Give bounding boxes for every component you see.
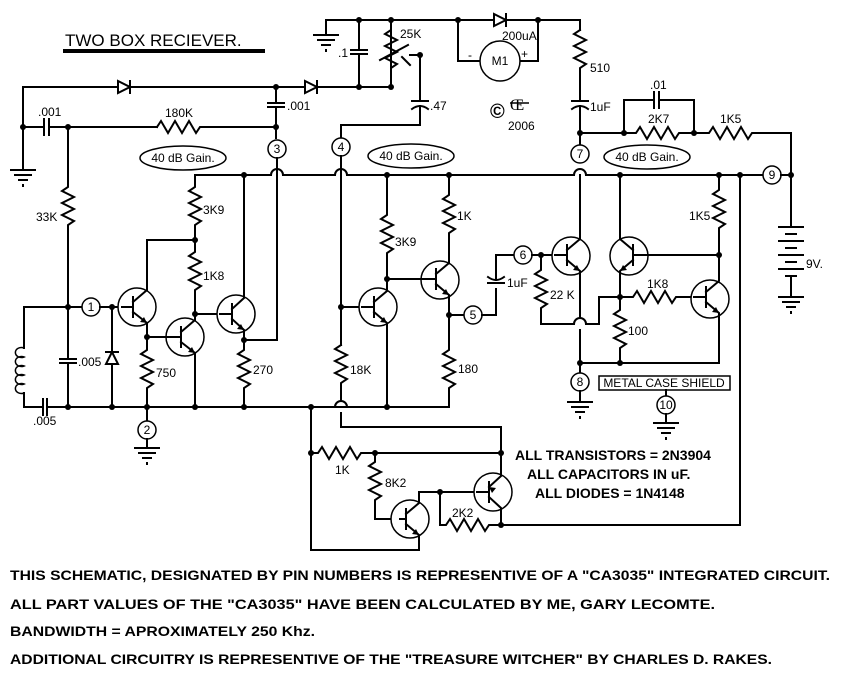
cap-label: 1uF	[507, 276, 528, 290]
cap-label: .01	[650, 78, 667, 92]
cap-label: .005	[33, 414, 57, 428]
svg-text:4: 4	[338, 140, 345, 154]
diode-icon	[493, 12, 509, 28]
diode-icon	[117, 79, 133, 95]
title-underline	[63, 49, 265, 53]
transistor-icon	[390, 491, 441, 539]
cap-label: .1	[338, 46, 348, 60]
gain-label: 40 dB Gain.	[615, 150, 678, 164]
resistor-label: 1K	[335, 463, 350, 477]
transistor-icon	[473, 452, 513, 526]
diode-icon	[104, 349, 120, 365]
resistor-label: 1K8	[203, 269, 225, 283]
ground-icon	[778, 296, 804, 314]
svg-text:7: 7	[577, 147, 584, 161]
resistor-label: 1K5	[689, 209, 711, 223]
transistor-icon	[609, 174, 720, 298]
ground-icon	[313, 34, 339, 52]
gain-label: 40 dB Gain.	[151, 151, 214, 165]
transistor-icon	[690, 254, 730, 324]
cap-label: .001	[287, 99, 311, 113]
gain-label: 40 dB Gain.	[379, 149, 442, 163]
svg-text:9: 9	[769, 168, 776, 182]
cap-label: .001	[38, 105, 62, 119]
cap-label: .47	[430, 99, 447, 113]
author-logo: Œ	[510, 97, 524, 114]
battery-icon	[778, 226, 804, 277]
resistor-label: 2K7	[648, 112, 670, 126]
resistor-label: 180	[458, 362, 478, 376]
resistor-label: 2K2	[452, 506, 474, 520]
cap-label: 1uF	[590, 100, 611, 114]
svg-text:8: 8	[577, 375, 584, 389]
svg-text:1: 1	[88, 300, 95, 314]
meter-minus: -	[468, 48, 472, 62]
resistor-label: 270	[253, 363, 273, 377]
cap-label: .005	[78, 355, 102, 369]
resistor-label: 22 K	[550, 288, 575, 302]
gain-label-box	[367, 143, 455, 169]
copyright-year: 2006	[508, 119, 535, 133]
meter-name: M1	[492, 54, 509, 68]
note-diodes: ALL DIODES = 1N4148	[535, 485, 685, 501]
coil-icon	[14, 346, 27, 395]
meter-icon	[479, 40, 521, 82]
meter-rating: 200uA	[502, 29, 537, 43]
meter-plus: +	[521, 47, 528, 61]
shield-label-box	[598, 375, 731, 391]
ground-icon	[134, 447, 160, 465]
copyright-icon: ©	[490, 101, 505, 123]
battery-label: 9V.	[806, 257, 823, 271]
resistor-label: 1K	[457, 209, 472, 223]
footer-line-2: ALL PART VALUES OF THE "CA3035" HAVE BEE…	[10, 597, 715, 612]
resistor-label: 100	[628, 324, 648, 338]
ground-icon	[653, 422, 679, 440]
resistor-label: 180K	[165, 106, 193, 120]
pin-7	[570, 144, 590, 164]
resistor-label: 18K	[350, 363, 371, 377]
svg-text:5: 5	[470, 308, 477, 322]
ground-icon	[10, 169, 36, 187]
resistor-label: 3K9	[203, 203, 225, 217]
gain-label-box	[603, 144, 691, 170]
transistor-icon	[216, 174, 256, 341]
transistor-icon	[551, 174, 591, 319]
resistor-label: 1K8	[647, 277, 669, 291]
svg-text:6: 6	[520, 248, 527, 262]
transistor-icon	[165, 313, 205, 408]
transistor-icon	[420, 256, 460, 316]
note-capacitors: ALL CAPACITORS IN uF.	[527, 466, 690, 482]
diagram-title: TWO BOX RECIEVER.	[65, 31, 242, 50]
resistor-label: 8K2	[385, 476, 407, 490]
resistor-label: 3K9	[395, 235, 417, 249]
svg-text:2: 2	[144, 423, 151, 437]
transistor-icon	[358, 278, 398, 408]
svg-text:10: 10	[659, 398, 673, 412]
footer-line-3: BANDWIDTH = APROXIMATELY 250 Khz.	[10, 624, 315, 639]
resistor-label: 510	[590, 61, 610, 75]
footer-line-4: ADDITIONAL CIRCUITRY IS REPRESENTIVE OF …	[10, 652, 772, 667]
note-transistors: ALL TRANSISTORS = 2N3904	[515, 447, 711, 463]
gain-label-box	[139, 145, 227, 171]
shield-label: METAL CASE SHIELD	[603, 376, 725, 390]
pot-label: 25K	[400, 27, 421, 41]
resistor-label: 33K	[36, 210, 57, 224]
transistor-icon	[117, 239, 196, 338]
resistor-label: 1K5	[720, 112, 742, 126]
resistor-label: 750	[156, 366, 176, 380]
svg-text:3: 3	[274, 142, 281, 156]
footer-line-1: THIS SCHEMATIC, DESIGNATED BY PIN NUMBER…	[10, 568, 830, 583]
diode-icon	[304, 79, 320, 95]
ground-icon	[567, 401, 593, 419]
